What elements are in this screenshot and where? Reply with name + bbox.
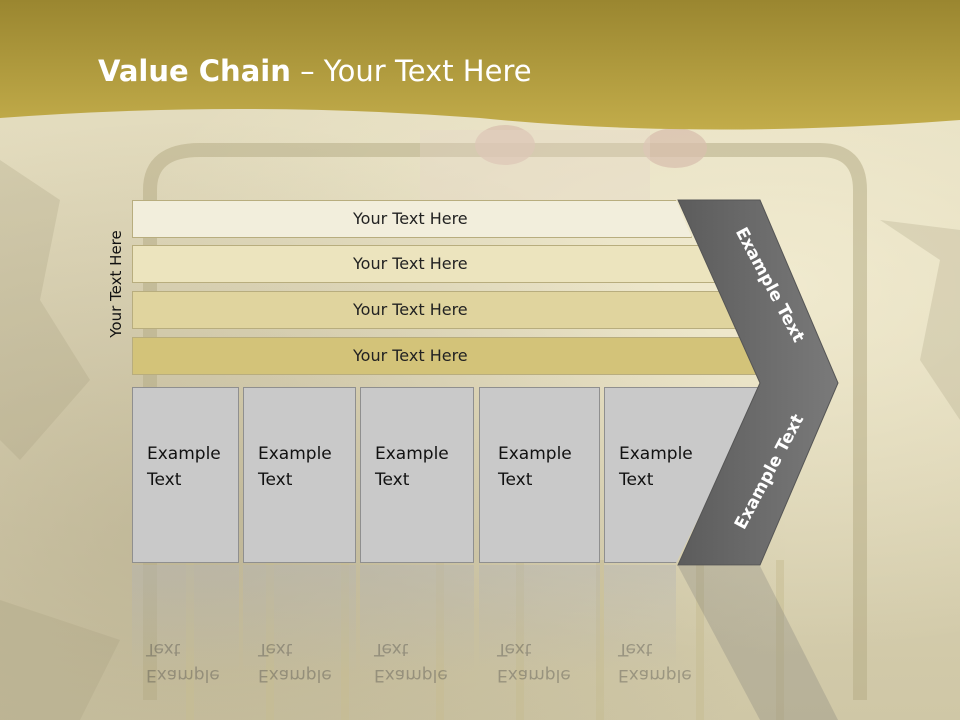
box-3-line1: Example (375, 444, 449, 464)
value-row-3-label: Your Text Here (353, 300, 468, 319)
value-row-4: Your Text Here (132, 337, 764, 375)
box-2-line1: Example (258, 444, 332, 464)
value-row-1-label: Your Text Here (353, 209, 468, 228)
slide-title: Value Chain – Your Text Here (98, 54, 532, 88)
box-1-line2: Text (147, 470, 182, 490)
value-row-1: Your Text Here (132, 200, 692, 238)
value-row-2-label: Your Text Here (353, 254, 468, 273)
header-wave (0, 0, 960, 130)
box-4-line1: Example (498, 444, 572, 464)
title-rest: – Your Text Here (290, 54, 532, 88)
box-5-line2: Text (619, 470, 654, 490)
box-1-line1: Example (147, 444, 221, 464)
value-row-4-label: Your Text Here (353, 346, 468, 365)
value-row-2: Your Text Here (132, 245, 717, 283)
box-3-line2: Text (375, 470, 410, 490)
box-4-line2: Text (498, 470, 533, 490)
box-5-line1: Example (619, 444, 693, 464)
value-row-3: Your Text Here (132, 291, 740, 329)
box-2-line2: Text (258, 470, 293, 490)
header-band: Value Chain – Your Text Here (0, 0, 960, 140)
title-bold: Value Chain (98, 54, 291, 88)
side-label: Your Text Here (107, 230, 125, 338)
